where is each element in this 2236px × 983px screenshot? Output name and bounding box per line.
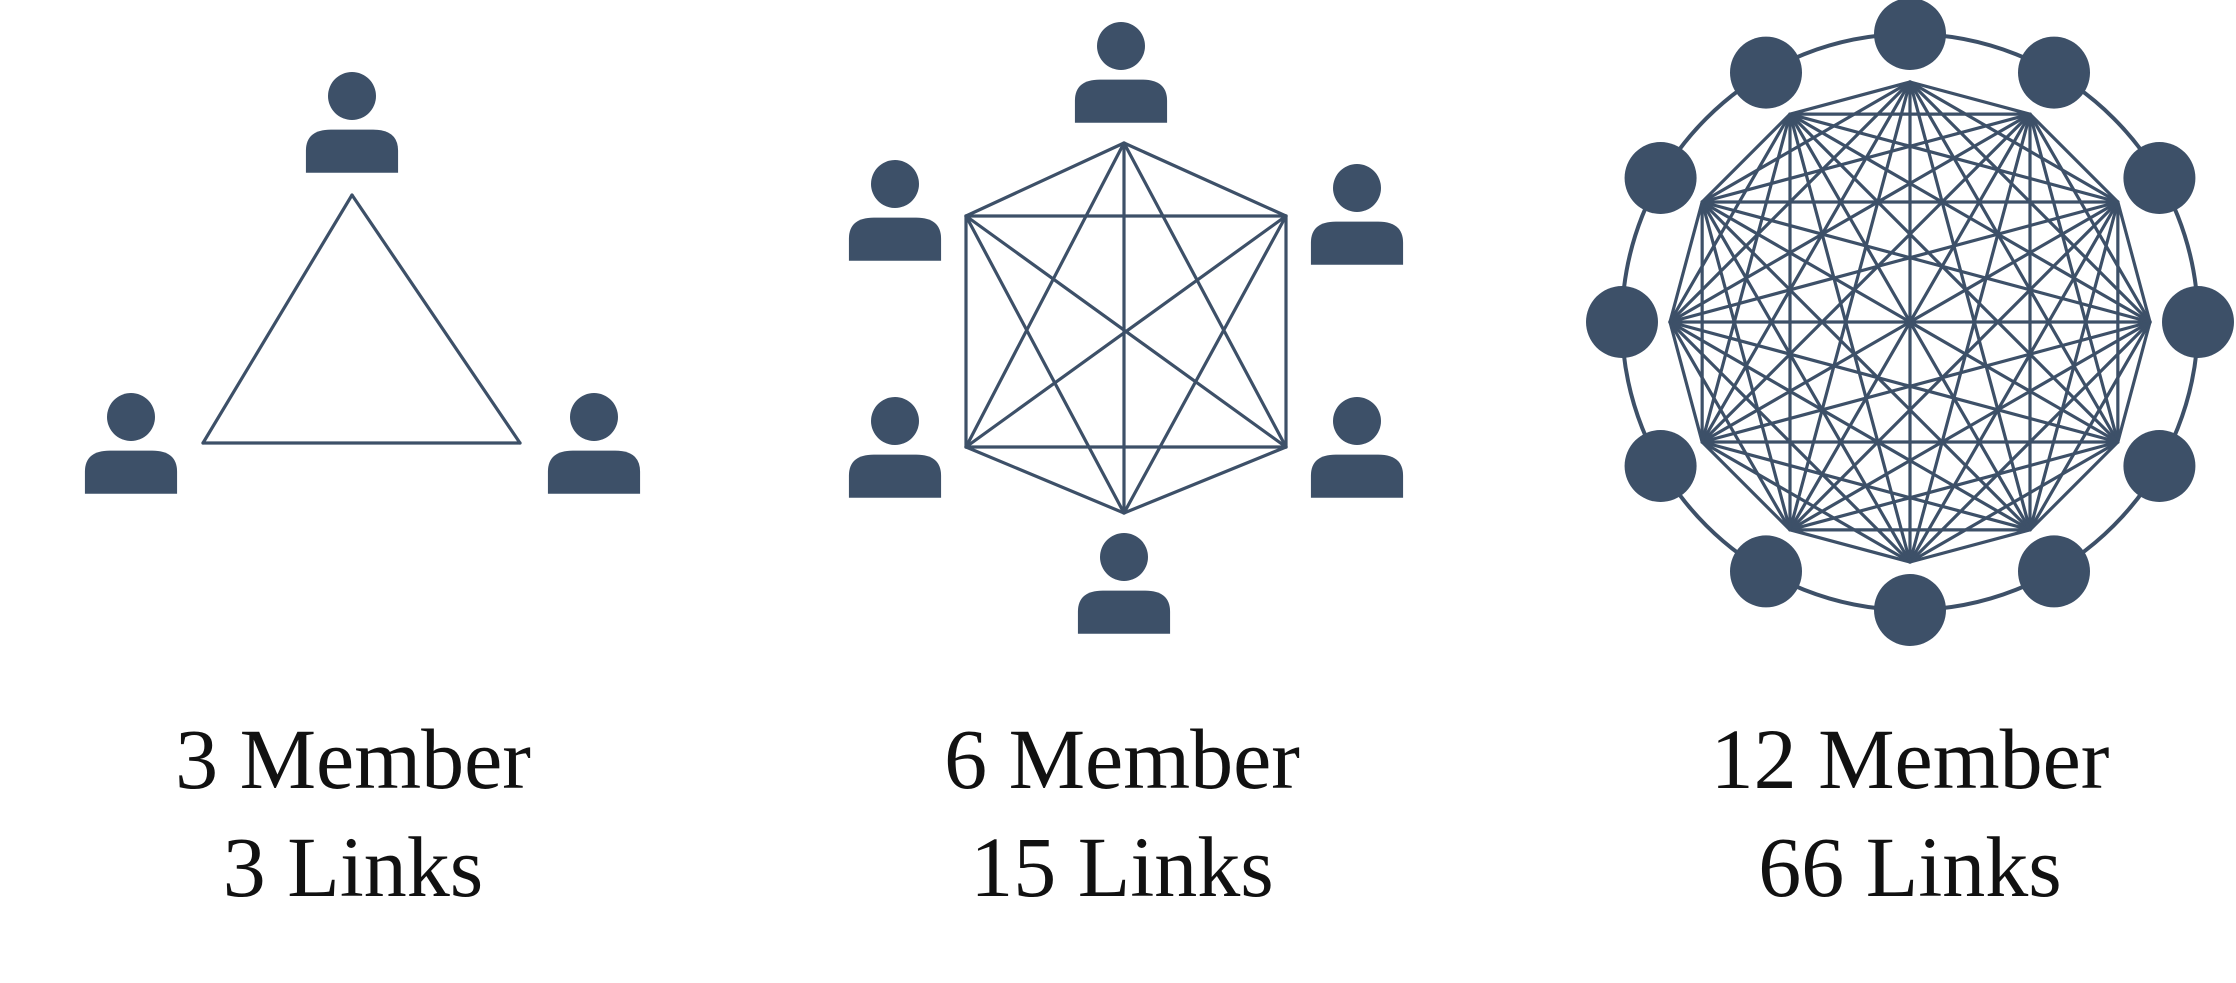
link-line xyxy=(1788,112,2120,444)
twelve-member-network xyxy=(1586,0,2234,646)
link-line xyxy=(2116,320,2152,444)
link-line xyxy=(1668,112,1792,324)
caption-three-member: 3 Member 3 Links xyxy=(93,705,613,921)
link-line xyxy=(1788,112,2152,324)
circle-node-icon xyxy=(1586,286,1658,358)
circle-node-icon xyxy=(2123,142,2196,214)
link-line xyxy=(1122,141,1288,449)
link-line xyxy=(1700,112,1792,444)
link-line xyxy=(964,214,1126,515)
link-line xyxy=(1788,528,1912,564)
link-line xyxy=(1668,320,2032,532)
link-line xyxy=(2028,112,2120,204)
member-count-label: 6 Member xyxy=(944,711,1300,807)
caption-twelve-member: 12 Member 66 Links xyxy=(1650,705,2170,921)
link-line xyxy=(201,193,354,445)
six-member-network xyxy=(848,22,1404,634)
person-icon xyxy=(1077,533,1171,634)
link-line xyxy=(1788,200,2120,532)
link-line xyxy=(1700,200,1792,532)
link-line xyxy=(1122,141,1288,218)
circle-node-icon xyxy=(2162,286,2234,358)
link-line xyxy=(1788,112,2120,204)
person-icon xyxy=(848,160,942,261)
link-line xyxy=(1700,112,2032,444)
link-line xyxy=(1788,80,1912,116)
link-line xyxy=(1908,112,2032,564)
three-member-network xyxy=(84,72,641,494)
link-line xyxy=(964,141,1126,218)
link-line xyxy=(1668,320,2120,444)
link-line xyxy=(1788,80,1912,532)
caption-six-member: 6 Member 15 Links xyxy=(862,705,1382,921)
link-line xyxy=(1122,445,1288,515)
link-line xyxy=(1908,80,2032,532)
link-line xyxy=(2116,200,2152,324)
circle-node-icon xyxy=(1730,36,1802,109)
circle-node-icon xyxy=(2018,535,2090,608)
link-line xyxy=(1668,200,2120,324)
person-icon xyxy=(84,393,178,494)
link-line xyxy=(964,141,1126,449)
link-line xyxy=(1908,80,2032,116)
link-line xyxy=(1668,200,1704,324)
person-icon xyxy=(1310,164,1404,265)
person-icon xyxy=(547,393,641,494)
person-icon xyxy=(1310,397,1404,498)
link-line xyxy=(1788,112,1912,564)
link-line xyxy=(1700,112,1792,204)
person-icon xyxy=(1074,22,1168,123)
member-count-label: 12 Member xyxy=(1710,711,2110,807)
person-icon xyxy=(848,397,942,498)
link-line xyxy=(1700,200,2152,324)
circle-node-icon xyxy=(1624,142,1697,214)
person-icon xyxy=(305,72,399,173)
link-line xyxy=(964,214,1288,449)
link-line xyxy=(350,193,522,445)
circle-node-icon xyxy=(1730,535,1802,608)
link-count-label: 3 Links xyxy=(222,819,484,915)
circle-node-icon xyxy=(2123,430,2196,502)
link-line xyxy=(1700,440,1912,564)
link-line xyxy=(1668,320,1704,444)
circle-node-icon xyxy=(2018,36,2090,109)
link-line xyxy=(1700,200,2032,532)
link-line xyxy=(1788,112,2032,532)
link-line xyxy=(1122,214,1288,515)
link-line xyxy=(1700,440,1792,532)
circle-node-icon xyxy=(1624,430,1697,502)
link-line xyxy=(1700,320,2152,444)
link-line xyxy=(1700,200,1912,564)
link-count-label: 15 Links xyxy=(970,819,1274,915)
circle-node-icon xyxy=(1874,0,1946,70)
link-line xyxy=(1908,528,2032,564)
link-count-label: 66 Links xyxy=(1758,819,2062,915)
link-line xyxy=(2028,440,2120,532)
link-line xyxy=(964,445,1126,515)
circle-node-icon xyxy=(1874,574,1946,646)
member-count-label: 3 Member xyxy=(175,711,531,807)
link-line xyxy=(1668,320,1792,532)
